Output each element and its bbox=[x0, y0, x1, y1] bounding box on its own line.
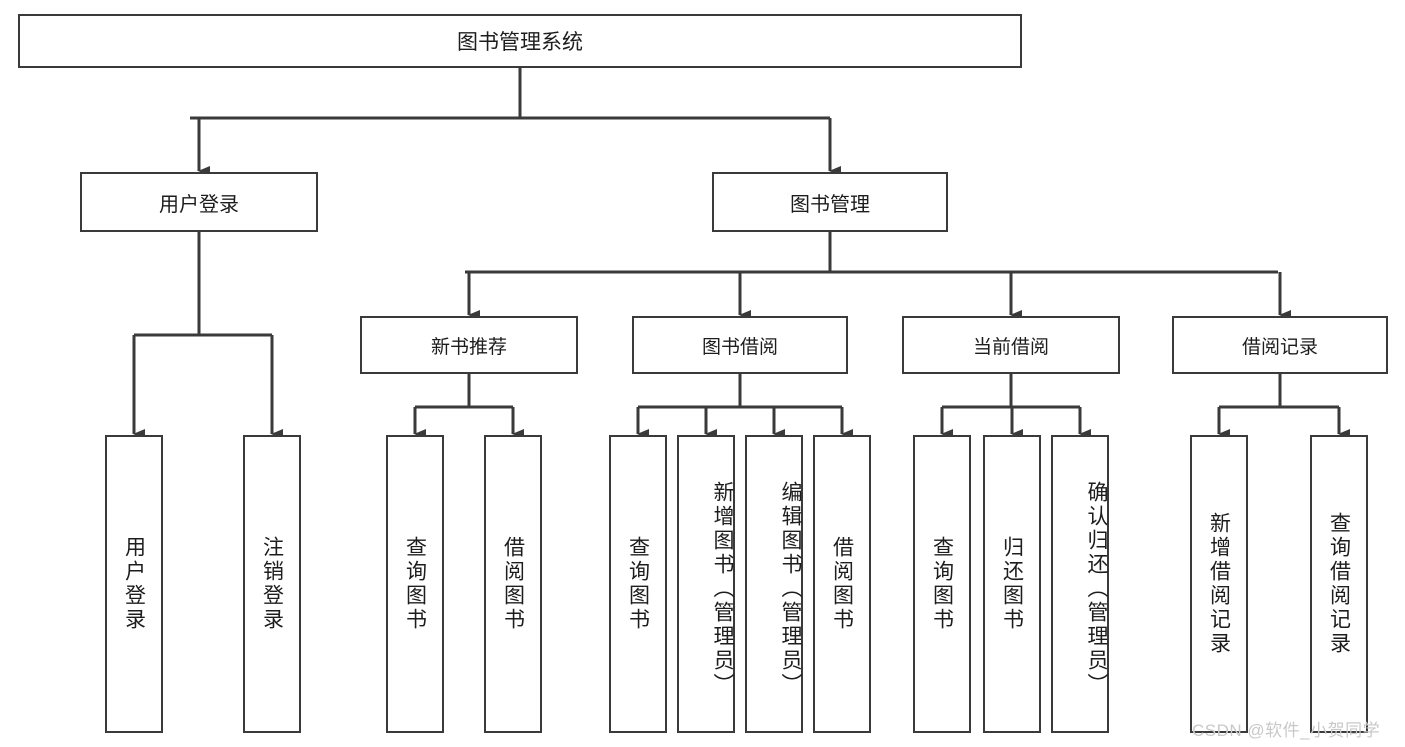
node-user-login[interactable]: 用户登录 bbox=[80, 172, 318, 232]
node-label: 查询图书 bbox=[626, 536, 650, 632]
node-label: 借阅图书 bbox=[501, 536, 525, 632]
node-leaf-query-book-3[interactable]: 查询图书 bbox=[913, 435, 971, 733]
node-leaf-query-book-2[interactable]: 查询图书 bbox=[609, 435, 667, 733]
node-leaf-query-book-1[interactable]: 查询图书 bbox=[386, 435, 444, 733]
node-label: 确认归还（管理员） bbox=[1085, 481, 1108, 697]
node-leaf-return-book[interactable]: 归还图书 bbox=[983, 435, 1041, 733]
node-label: 用户登录 bbox=[159, 193, 239, 216]
node-leaf-logout-login[interactable]: 注销登录 bbox=[243, 435, 301, 733]
node-book-manage[interactable]: 图书管理 bbox=[712, 172, 948, 232]
node-label: 借阅图书 bbox=[830, 536, 854, 632]
node-label: 借阅记录 bbox=[1241, 336, 1318, 358]
node-leaf-edit-book-admin[interactable]: 编辑图书（管理员） bbox=[745, 435, 803, 733]
node-leaf-borrow-book-2[interactable]: 借阅图书 bbox=[813, 435, 871, 733]
node-current-borrow[interactable]: 当前借阅 bbox=[902, 316, 1120, 374]
node-leaf-add-borrow-record[interactable]: 新增借阅记录 bbox=[1190, 435, 1248, 733]
node-leaf-user-login[interactable]: 用户登录 bbox=[105, 435, 163, 733]
node-label: 新增借阅记录 bbox=[1207, 512, 1231, 656]
node-leaf-query-borrow-record[interactable]: 查询借阅记录 bbox=[1310, 435, 1368, 733]
node-label: 新增图书（管理员） bbox=[711, 481, 734, 697]
node-leaf-add-book-admin[interactable]: 新增图书（管理员） bbox=[677, 435, 735, 733]
node-label: 图书管理 bbox=[790, 193, 870, 216]
node-label: 查询图书 bbox=[403, 536, 427, 632]
node-label: 归还图书 bbox=[1000, 536, 1024, 632]
node-label: 编辑图书（管理员） bbox=[779, 481, 802, 697]
node-label: 图书借阅 bbox=[701, 336, 778, 358]
node-leaf-borrow-book-1[interactable]: 借阅图书 bbox=[484, 435, 542, 733]
node-label: 新书推荐 bbox=[430, 336, 507, 358]
node-label: 查询图书 bbox=[930, 536, 954, 632]
node-borrow-record[interactable]: 借阅记录 bbox=[1172, 316, 1388, 374]
node-label: 用户登录 bbox=[122, 536, 146, 632]
node-label: 当前借阅 bbox=[972, 336, 1049, 358]
node-label: 查询借阅记录 bbox=[1327, 512, 1351, 656]
node-book-borrow[interactable]: 图书借阅 bbox=[632, 316, 848, 374]
node-label: 图书管理系统 bbox=[457, 31, 583, 54]
node-root[interactable]: 图书管理系统 bbox=[18, 14, 1022, 68]
node-new-book-recommend[interactable]: 新书推荐 bbox=[360, 316, 578, 374]
node-leaf-confirm-return-admin[interactable]: 确认归还（管理员） bbox=[1051, 435, 1109, 733]
node-label: 注销登录 bbox=[260, 536, 284, 632]
csdn-watermark: CSDN @软件_小贺同学 bbox=[1192, 721, 1381, 740]
